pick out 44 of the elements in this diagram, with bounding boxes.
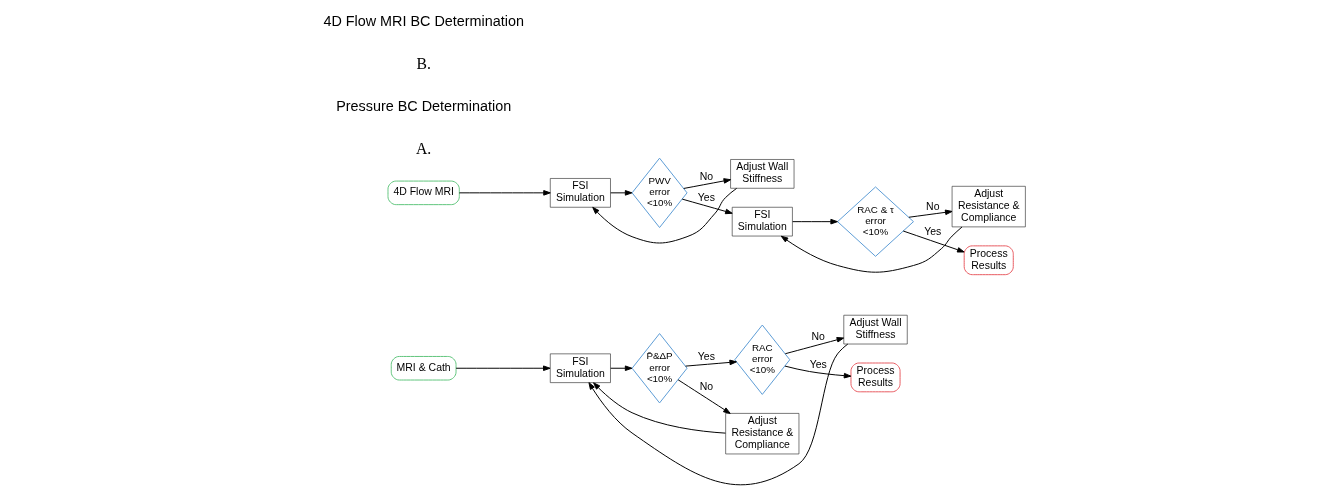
label: B. xyxy=(416,55,431,73)
edge-label: No xyxy=(926,201,940,213)
arrow xyxy=(685,359,737,367)
arrow xyxy=(784,337,845,355)
arrow xyxy=(592,187,738,244)
node-box: Process Results xyxy=(850,362,901,393)
edge-label: No xyxy=(699,170,714,182)
arrow xyxy=(681,198,733,215)
label: A. xyxy=(416,140,432,158)
arrow xyxy=(588,343,849,486)
node-box: Adjust Wall Stiffness xyxy=(730,159,795,189)
node-box: FSI Simulation xyxy=(549,353,611,383)
label: 4D Flow MRI BC Determination xyxy=(323,13,524,30)
node-diamond: P̄&ΔP error <10% xyxy=(631,333,688,404)
node-box: Process Results xyxy=(963,245,1014,276)
arrow xyxy=(677,379,731,414)
arrow xyxy=(610,190,633,196)
node-box: FSI Simulation xyxy=(731,206,793,237)
node-box: Adjust Wall Stiffness xyxy=(843,314,908,345)
arrow xyxy=(593,382,726,434)
edge-label: No xyxy=(811,330,825,342)
edge-label: Yes xyxy=(809,359,827,371)
arrow xyxy=(780,226,963,273)
node-box: MRI & Cath xyxy=(390,355,457,381)
node-box: FSI Simulation xyxy=(549,178,611,208)
node-box: 4D Flow MRI xyxy=(387,180,460,206)
edge-label: No xyxy=(699,380,714,392)
edge-label: Yes xyxy=(697,351,715,363)
arrow xyxy=(458,190,551,196)
arrow xyxy=(455,365,551,371)
arrow xyxy=(610,365,633,371)
node-diamond: PWV error <10% xyxy=(631,157,688,229)
node-box: Adjust Resistance & Compliance xyxy=(951,186,1026,228)
edge-label: Yes xyxy=(697,191,715,203)
arrow xyxy=(683,178,732,189)
label: Pressure BC Determination xyxy=(336,98,512,115)
node-box: Adjust Resistance & Compliance xyxy=(725,413,800,455)
arrow xyxy=(792,218,838,225)
node-diamond: RAC error <10% xyxy=(734,324,791,395)
arrow xyxy=(908,209,953,218)
node-diamond: RAC & τ error <10% xyxy=(837,186,914,257)
edge-label: Yes xyxy=(924,226,942,238)
arrow xyxy=(902,230,965,253)
arrow xyxy=(784,365,852,379)
